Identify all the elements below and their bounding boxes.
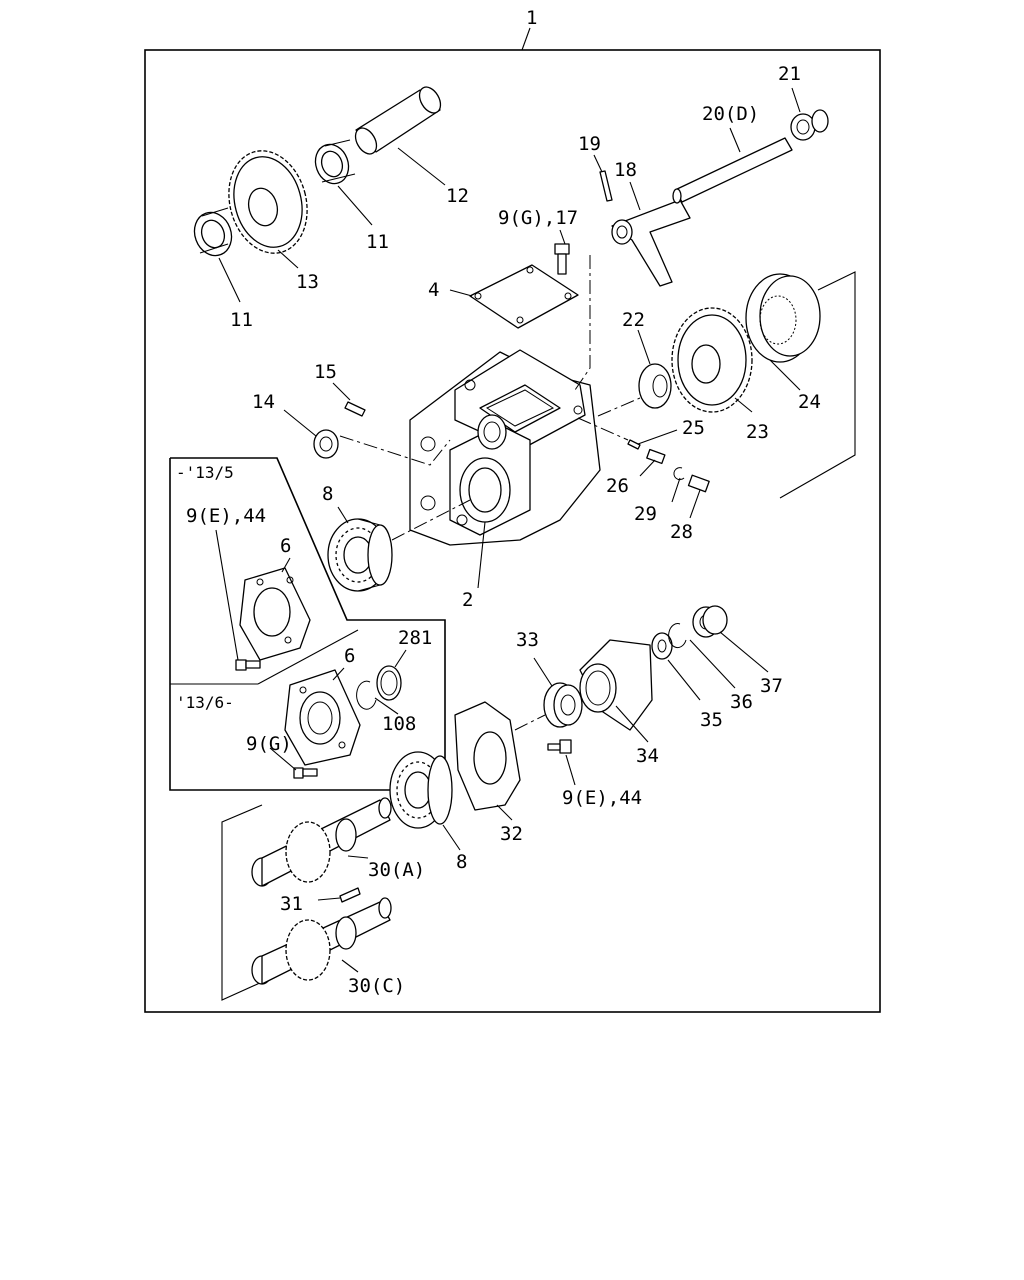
output-shaft-c (251, 897, 392, 985)
output-flange-plate (454, 701, 521, 811)
label-1: 1 (526, 7, 537, 29)
needle-bearing-upper (314, 139, 356, 185)
label-30a: 30(A) (368, 859, 425, 881)
companion-flange (579, 639, 653, 731)
ball-bearing-lower (389, 751, 453, 829)
needle-bearing-left (193, 207, 233, 257)
label-36: 36 (730, 691, 753, 713)
label-2: 2 (462, 589, 473, 611)
label-108: 108 (382, 713, 416, 735)
oil-seal (543, 682, 583, 728)
idler-shaft (354, 86, 442, 155)
label-32: 32 (500, 823, 523, 845)
label-37: 37 (760, 675, 783, 697)
ball-bearing-upper (327, 518, 393, 592)
fork-pin (599, 170, 613, 202)
label-26: 26 (606, 475, 629, 497)
cover-bolt-new (293, 767, 318, 779)
label-35: 35 (700, 709, 723, 731)
label-19: 19 (578, 133, 601, 155)
label-variant-from: '13/6- (176, 693, 234, 712)
snap-ring-108 (356, 680, 377, 710)
label-12: 12 (446, 185, 469, 207)
label-9g: 9(G) (246, 733, 292, 755)
variant-inset-box (169, 457, 446, 791)
driven-gear (671, 307, 753, 413)
o-ring-281 (376, 665, 402, 701)
label-30c: 30(C) (348, 975, 405, 997)
key (339, 887, 361, 903)
part-labels: 1 21 20(D) 19 18 12 9(G),17 11 13 4 11 2… (176, 7, 821, 997)
label-8-lower: 8 (456, 851, 467, 873)
lock-nut (692, 605, 728, 638)
label-15: 15 (314, 361, 337, 383)
spacer (313, 429, 339, 459)
label-20d: 20(D) (702, 103, 759, 125)
cover-bolt (554, 243, 570, 275)
label-33: 33 (516, 629, 539, 651)
label-variant-upto: -'13/5 (176, 463, 234, 482)
shift-fork (611, 199, 691, 287)
leader-lines (215, 87, 801, 973)
sliding-sleeve (745, 273, 821, 363)
label-14: 14 (252, 391, 275, 413)
top-cover-plate (469, 264, 579, 329)
label-11-upper: 11 (366, 231, 389, 253)
bearing-cover-old (239, 567, 311, 661)
shift-rod (672, 137, 793, 204)
bearing-cover-new (284, 669, 361, 766)
plug-bolt (687, 474, 710, 493)
label-29: 29 (634, 503, 657, 525)
label-24: 24 (798, 391, 821, 413)
pin (344, 401, 366, 417)
flat-washer (651, 632, 673, 660)
assembly-frame (144, 49, 881, 1013)
thrust-washer (638, 363, 672, 409)
label-21: 21 (778, 63, 801, 85)
snap-ring-small (673, 467, 685, 481)
label-6-new: 6 (344, 645, 355, 667)
rod-bushing (790, 109, 829, 141)
label-6-old: 6 (280, 535, 291, 557)
label-9e44: 9(E),44 (562, 787, 642, 809)
output-shaft-a (251, 797, 392, 887)
label-9g17: 9(G),17 (498, 207, 578, 229)
detent-ball-small (627, 439, 641, 450)
label-34: 34 (636, 745, 659, 767)
flange-bolt (547, 739, 572, 754)
label-13: 13 (296, 271, 319, 293)
label-18: 18 (614, 159, 637, 181)
label-8-upper: 8 (322, 483, 333, 505)
label-28: 28 (670, 521, 693, 543)
pto-housing (409, 349, 601, 546)
label-31: 31 (280, 893, 303, 915)
label-22: 22 (622, 309, 645, 331)
label-9e44-inset: 9(E),44 (186, 505, 266, 527)
label-281: 281 (398, 627, 432, 649)
detent-spring (646, 448, 666, 465)
label-11-lower: 11 (230, 309, 253, 331)
idler-gear (228, 150, 308, 254)
cover-bolt-old (235, 659, 261, 671)
label-23: 23 (746, 421, 769, 443)
lock-washer (668, 623, 687, 649)
label-25: 25 (682, 417, 705, 439)
label-4: 4 (428, 279, 439, 301)
